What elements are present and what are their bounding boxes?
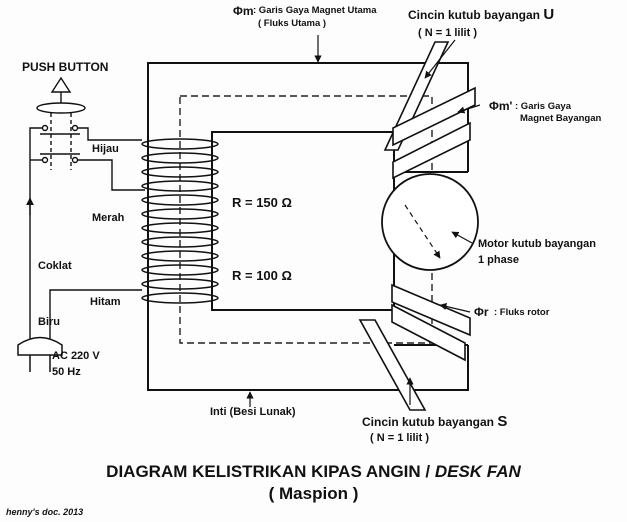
phi-m-prime-desc: : Garis Gaya	[515, 101, 571, 112]
motor-label: Motor kutub bayangan	[478, 238, 596, 250]
ring-s-turns: ( N = 1 lilit )	[370, 432, 429, 444]
wiring	[29, 127, 145, 345]
ac-frequency: 50 Hz	[52, 366, 81, 378]
motor-label-phase: 1 phase	[478, 254, 519, 266]
shading-ring-s	[358, 283, 471, 411]
iron-core	[147, 62, 469, 391]
ac-voltage: AC 220 V	[52, 350, 100, 362]
diagram-subtitle: ( Maspion )	[268, 484, 359, 503]
phi-m-desc: : Garis Gaya Magnet Utama	[253, 5, 377, 16]
phi-m-desc2: ( Fluks Utama )	[258, 18, 327, 29]
push-button-switch	[36, 76, 86, 170]
phi-r-desc: : Fluks rotor	[494, 307, 550, 318]
resistance-150: R = 150 Ω	[232, 195, 292, 210]
ring-u-label: Cincin kutub bayangan U	[408, 6, 554, 23]
phi-r-symbol: Φr	[474, 305, 489, 319]
phi-m-prime-desc2: Magnet Bayangan	[520, 113, 602, 124]
credit: henny's doc. 2013	[6, 507, 84, 517]
wire-hitam: Hitam	[90, 296, 121, 308]
wire-hijau: Hijau	[92, 143, 119, 155]
ring-u-letter: U	[543, 6, 555, 23]
title-italic: DESK FAN	[434, 462, 521, 481]
wire-biru: Biru	[38, 316, 60, 328]
wire-coklat: Coklat	[38, 260, 72, 272]
title-main: DIAGRAM KELISTRIKAN KIPAS ANGIN /	[106, 462, 435, 481]
wire-merah: Merah	[92, 212, 125, 224]
core-label: Inti (Besi Lunak)	[210, 406, 296, 418]
rotor-flux-line	[404, 204, 441, 259]
ring-s-label: Cincin kutub bayangan S	[362, 413, 507, 430]
ring-u-turns: ( N = 1 lilit )	[418, 27, 477, 39]
ac-plug	[17, 336, 63, 372]
rotor	[381, 173, 479, 271]
phi-m-prime-symbol: Φm'	[489, 99, 513, 113]
resistance-100: R = 100 Ω	[232, 268, 292, 283]
push-button-label: PUSH BUTTON	[22, 60, 109, 74]
pointer-arrows	[246, 35, 481, 407]
ring-s-letter: S	[497, 413, 508, 430]
diagram-title: DIAGRAM KELISTRIKAN KIPAS ANGIN / DESK F…	[0, 462, 627, 482]
ring-u-text: Cincin kutub bayangan	[408, 8, 541, 22]
shading-ring-u	[383, 41, 476, 180]
phi-m-symbol: Φm	[233, 4, 254, 18]
ring-s-text: Cincin kutub bayangan	[362, 415, 495, 429]
field-coil	[141, 138, 219, 304]
